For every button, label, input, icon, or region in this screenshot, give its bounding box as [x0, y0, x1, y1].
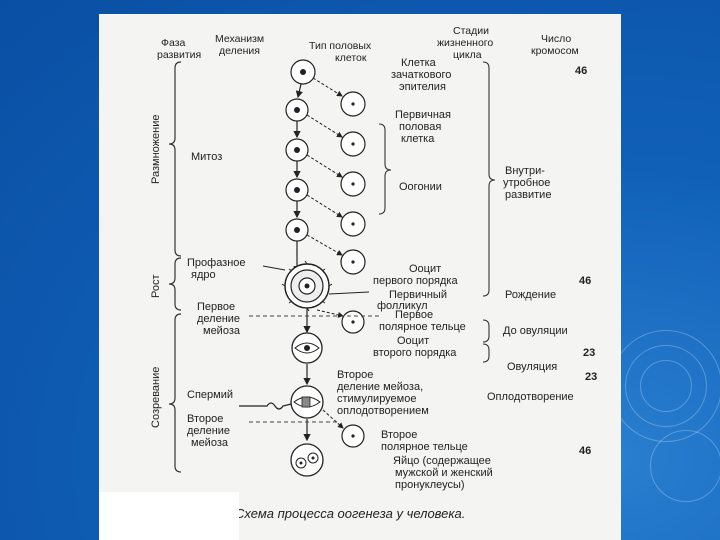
mitotic-cell-column [285, 59, 316, 242]
background-swirl [650, 430, 720, 502]
chromosome-number: 46 [579, 275, 591, 287]
label-birth: Рождение [505, 289, 556, 301]
scan-corner-patch [99, 492, 239, 540]
maturation-brace [168, 313, 182, 473]
chromosome-number: 46 [579, 445, 591, 457]
chromosome-number: 23 [585, 371, 597, 383]
phase-growth: Рост [150, 274, 162, 298]
phase-maturation: Созревание [150, 367, 162, 428]
chromosome-number: 23 [583, 347, 595, 359]
label-ovulation: Овуляция [507, 361, 557, 373]
label-fertilization: Оплодотворение [487, 391, 574, 403]
label-oogonia: Оогонии [399, 181, 442, 193]
label-before-ovulation: До овуляции [503, 325, 568, 337]
intrauterine-brace [482, 61, 496, 297]
reproduction-brace [168, 61, 182, 257]
label-mitosis: Митоз [191, 151, 222, 163]
oogonia-brace [378, 123, 392, 215]
growth-brace [168, 257, 182, 311]
background-swirl [610, 330, 720, 442]
phase-reproduction: Размножение [150, 115, 162, 184]
label-sperm: Спермий [187, 389, 233, 401]
egg-cell [290, 443, 324, 477]
chromosome-number: 46 [575, 65, 587, 77]
caption: Схема процесса оогенеза у человека. [235, 506, 465, 521]
sperm-icon [239, 402, 292, 410]
